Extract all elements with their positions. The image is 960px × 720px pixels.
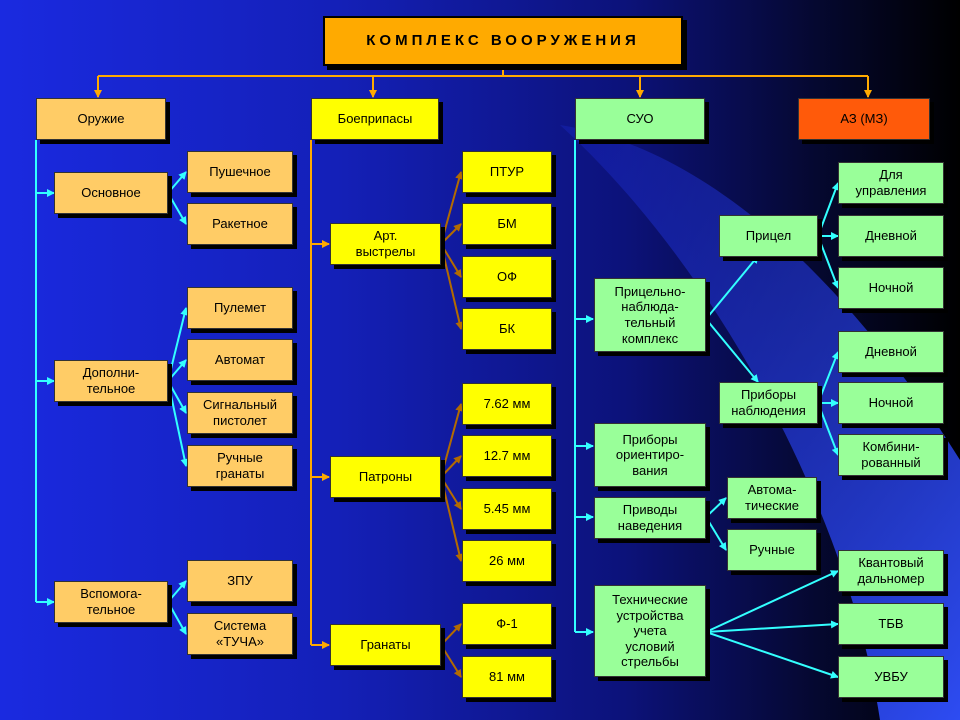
fcs-tech: Технические устройства учета условий стр… — [594, 585, 706, 677]
weapons-additional-item: Автомат — [187, 339, 293, 381]
ammo-cartridges: Патроны — [330, 456, 441, 498]
fcs-drives: Приводы наведения — [594, 497, 706, 539]
fcs-sight-item: Дневной — [838, 215, 944, 257]
weapons-auxiliary-item: ЗПУ — [187, 560, 293, 602]
fcs-sight-complex: Прицельно- наблюда- тельный комплекс — [594, 278, 706, 352]
fcs-observation-item: Дневной — [838, 331, 944, 373]
diagram-title: КОМПЛЕКС ВООРУЖЕНИЯ — [366, 32, 640, 49]
ammo-grenade-item: 81 мм — [462, 656, 552, 698]
fcs-header: СУО — [575, 98, 705, 140]
fcs-sight: Прицел — [719, 215, 818, 257]
weapons-additional-item: Пулемет — [187, 287, 293, 329]
weapons-additional-item: Сигнальный пистолет — [187, 392, 293, 434]
ammo-cartridge-item: 7.62 мм — [462, 383, 552, 425]
fcs-orientation: Приборы ориентиро- вания — [594, 423, 706, 487]
fcs-observation: Приборы наблюдения — [719, 382, 818, 424]
weapons-additional-item: Ручные гранаты — [187, 445, 293, 487]
protection-header: АЗ (МЗ) — [798, 98, 930, 140]
fcs-sight-item: Для управления — [838, 162, 944, 204]
ammo-grenade-item: Ф-1 — [462, 603, 552, 645]
weapons-auxiliary: Вспомога- тельное — [54, 581, 168, 623]
weapons-header: Оружие — [36, 98, 166, 140]
fcs-observation-item: Комбини- рованный — [838, 434, 944, 476]
ammo-art-item: ПТУР — [462, 151, 552, 193]
fcs-drive-item: Автома- тические — [727, 477, 817, 519]
weapons-main: Основное — [54, 172, 168, 214]
ammo-art-item: БМ — [462, 203, 552, 245]
weapons-main-item: Пушечное — [187, 151, 293, 193]
fcs-tech-item: ТБВ — [838, 603, 944, 645]
ammo-header: Боеприпасы — [311, 98, 439, 140]
fcs-observation-item: Ночной — [838, 382, 944, 424]
fcs-tech-item: Квантовый дальномер — [838, 550, 944, 592]
ammo-grenades: Гранаты — [330, 624, 441, 666]
fcs-drive-item: Ручные — [727, 529, 817, 571]
ammo-art-item: БК — [462, 308, 552, 350]
ammo-art-item: ОФ — [462, 256, 552, 298]
fcs-sight-item: Ночной — [838, 267, 944, 309]
ammo-cartridge-item: 5.45 мм — [462, 488, 552, 530]
ammo-cartridge-item: 12.7 мм — [462, 435, 552, 477]
ammo-art: Арт. выстрелы — [330, 223, 441, 265]
weapons-auxiliary-item: Система «ТУЧА» — [187, 613, 293, 655]
fcs-tech-item: УВБУ — [838, 656, 944, 698]
title-box: КОМПЛЕКС ВООРУЖЕНИЯ — [323, 16, 683, 66]
weapons-additional: Дополни- тельное — [54, 360, 168, 402]
ammo-cartridge-item: 26 мм — [462, 540, 552, 582]
weapons-main-item: Ракетное — [187, 203, 293, 245]
